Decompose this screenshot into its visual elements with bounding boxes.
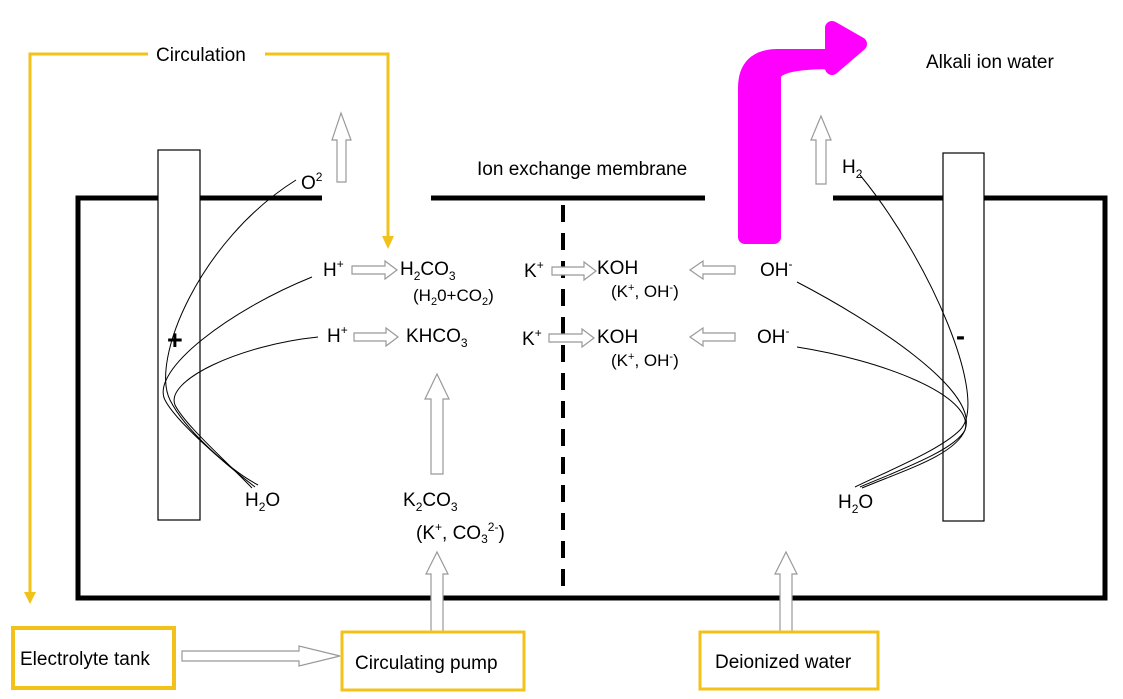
o2-label: O2 xyxy=(301,170,323,194)
tank-left-wall xyxy=(75,195,1108,601)
tank xyxy=(75,195,1108,601)
circulating-pump-box: Circulating pump xyxy=(340,630,526,692)
deionized-water-box: Deionized water xyxy=(698,630,880,691)
koh-detail-1: (K+, OH-) xyxy=(611,282,679,301)
circulation-right-arrowhead xyxy=(382,236,394,249)
cathode-reaction-curves xyxy=(796,174,969,489)
koh-detail-2: (K+, OH-) xyxy=(611,351,679,370)
h2co3-detail: (H20+CO2) xyxy=(413,286,494,308)
alkali-water-outflow-arrow xyxy=(738,21,867,244)
circulation-right-line xyxy=(265,52,390,238)
circulation-left-line xyxy=(28,52,148,600)
oh-arrow-2 xyxy=(688,326,736,348)
anode-plus-sign: + xyxy=(167,325,183,355)
pump-inflow-arrow xyxy=(425,550,449,633)
deionized-water-label: Deionized water xyxy=(715,652,852,673)
hplus-2: H+ xyxy=(327,323,348,347)
electrolyte-tank-label: Electrolyte tank xyxy=(20,649,150,670)
koh-2: KOH xyxy=(597,327,638,348)
electrolyte-tank-box: Electrolyte tank xyxy=(11,626,176,690)
circulating-pump-label: Circulating pump xyxy=(355,653,498,674)
ohminus-1: OH- xyxy=(760,257,793,281)
alkali-water-label: Alkali ion water xyxy=(926,52,1054,73)
khco3-label: KHCO3 xyxy=(406,326,468,350)
anode-reaction-curves xyxy=(162,179,319,489)
ohminus-2: OH- xyxy=(757,324,790,348)
circulation-label: Circulation xyxy=(156,45,246,66)
hplus-arrow-1 xyxy=(351,259,398,281)
cathode-minus-sign: - xyxy=(956,321,965,351)
circulation-left-arrowhead xyxy=(24,592,36,604)
h2o-left: H2O xyxy=(245,490,280,514)
hplus-arrow-2 xyxy=(353,326,399,348)
oh-arrow-1 xyxy=(688,259,736,281)
anode-electrode xyxy=(157,149,201,521)
h2-release-arrow xyxy=(810,114,832,185)
kplus-arrow-2 xyxy=(548,327,595,349)
h2o-right: H2O xyxy=(838,492,873,516)
o2-release-arrow xyxy=(331,111,352,183)
circulation-loop: Circulation xyxy=(24,45,394,604)
hplus-1: H+ xyxy=(323,257,344,281)
k2co3-up-arrow xyxy=(424,372,450,475)
k2co3-label: K2CO3 xyxy=(403,490,458,514)
kplus-1: K+ xyxy=(524,258,544,282)
kplus-2: K+ xyxy=(522,326,542,350)
kplus-arrow-1 xyxy=(551,260,597,282)
h2co3-label: H2CO3 xyxy=(400,259,456,283)
koh-1: KOH xyxy=(597,258,638,279)
h2-label: H2 xyxy=(842,157,863,181)
k2co3-detail: (K+, CO32-) xyxy=(416,520,505,546)
cathode-electrode xyxy=(942,152,985,522)
tank-to-pump-arrow xyxy=(181,645,341,667)
deionized-inflow-arrow xyxy=(774,550,798,633)
membrane-label: Ion exchange membrane xyxy=(477,159,687,180)
